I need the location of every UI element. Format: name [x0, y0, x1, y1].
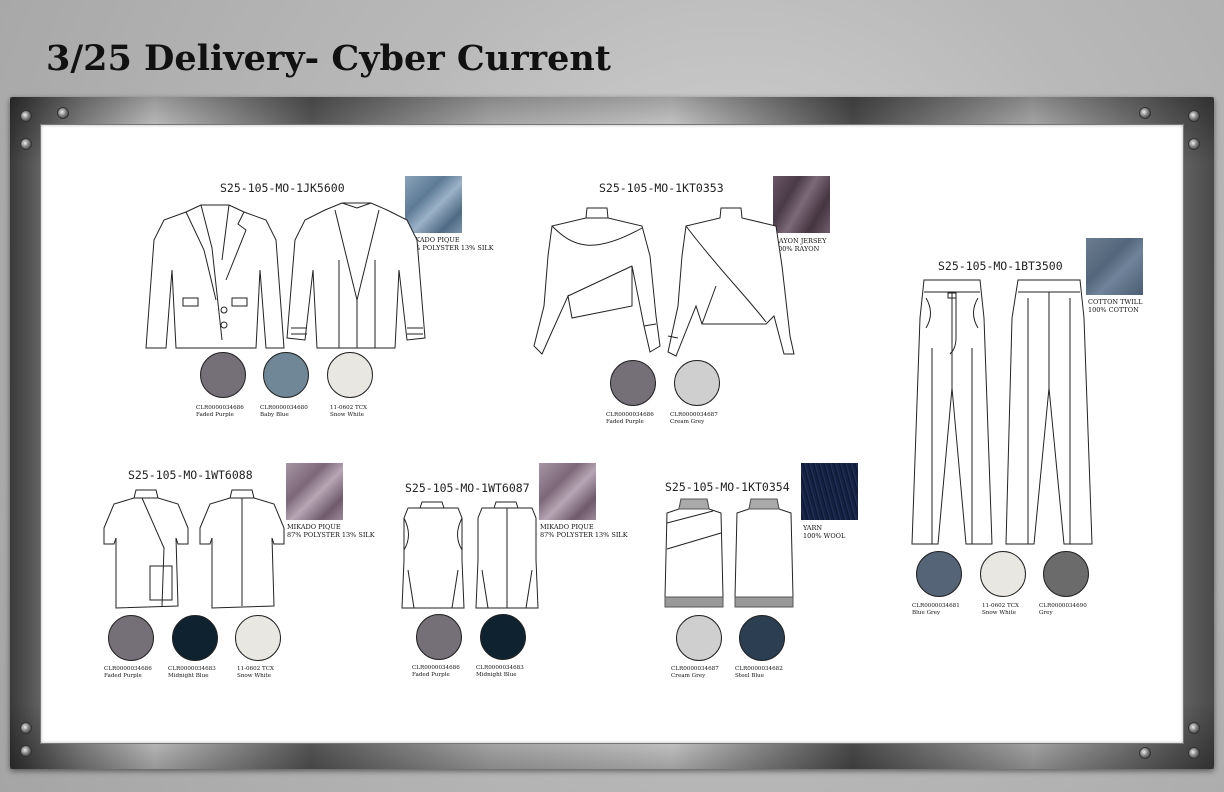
knit-top-front-sketch: [533, 207, 661, 355]
style-sku: S25-105-MO-1KT0354: [665, 480, 790, 494]
colorway-swatch: [108, 615, 154, 661]
screw-icon: [57, 107, 69, 119]
fabric-name: MIKADO PIQUE: [406, 236, 460, 244]
screw-icon: [1188, 722, 1200, 734]
fabric-name: MIKADO PIQUE: [287, 523, 341, 531]
fabric-description: YARN 100% WOOL: [803, 524, 845, 540]
colorway-swatch: [200, 352, 246, 398]
colorway-swatch: [980, 551, 1026, 597]
sleeveless-top-front-sketch: [401, 501, 465, 609]
colorway-swatch: [416, 614, 462, 660]
style-sku: S25-105-MO-1BT3500: [938, 259, 1063, 273]
woven-top-back-sketch: [199, 489, 285, 609]
fabric-name: YARN: [803, 524, 823, 532]
fabric-swatch: [1086, 238, 1143, 295]
fabric-content: 100% COTTON: [1088, 306, 1139, 314]
sweater-vest-front-sketch: [664, 498, 724, 608]
fabric-content: 87% POLYSTER 13% SILK: [287, 531, 375, 539]
colorway-swatch: [263, 352, 309, 398]
sweater-vest-back-sketch: [734, 498, 794, 608]
fabric-name: RAYON JERSEY: [774, 237, 827, 245]
colorway-swatch: [1043, 551, 1089, 597]
fabric-description: MIKADO PIQUE 87% POLYSTER 13% SILK: [287, 523, 375, 539]
fabric-description: MIKADO PIQUE 87% POLYSTER 13% SILK: [406, 236, 494, 252]
screw-icon: [1188, 138, 1200, 150]
style-sku: S25-105-MO-1KT0353: [599, 181, 724, 195]
colorway-swatch: [674, 360, 720, 406]
colorway-swatch: [235, 615, 281, 661]
colorway-swatch: [172, 615, 218, 661]
fabric-content: 87% POLYSTER 13% SILK: [406, 244, 494, 252]
screw-icon: [20, 745, 32, 757]
fabric-description: COTTON TWILL 100% COTTON: [1088, 298, 1142, 314]
screw-icon: [20, 722, 32, 734]
fabric-content: 100% WOOL: [803, 532, 846, 540]
fabric-content: 87% POLYSTER 13% SILK: [540, 531, 628, 539]
jacket-front-sketch: [145, 204, 285, 349]
screw-icon: [20, 110, 32, 122]
fabric-swatch: [539, 463, 596, 520]
trouser-front-sketch: [911, 279, 993, 545]
sleeveless-top-back-sketch: [475, 501, 539, 609]
jacket-back-sketch: [286, 202, 426, 349]
fabric-description: RAYON JERSEY 100% RAYON: [774, 237, 826, 253]
fabric-name: COTTON TWILL: [1088, 298, 1143, 306]
fabric-name: MIKADO PIQUE: [540, 523, 594, 531]
fabric-swatch: [405, 176, 462, 233]
colorway-swatch: [739, 615, 785, 661]
style-sku: S25-105-MO-1WT6088: [128, 468, 253, 482]
screw-icon: [1188, 110, 1200, 122]
trouser-back-sketch: [1005, 279, 1093, 545]
knit-top-back-sketch: [667, 207, 795, 357]
colorway-swatch: [676, 615, 722, 661]
colorway-swatch: [610, 360, 656, 406]
screw-icon: [1139, 107, 1151, 119]
colorway-swatch: [916, 551, 962, 597]
colorway-swatch: [327, 352, 373, 398]
fabric-swatch: [801, 463, 858, 520]
screw-icon: [1188, 747, 1200, 759]
fabric-content: 100% RAYON: [774, 245, 820, 253]
woven-top-front-sketch: [103, 489, 189, 609]
screw-icon: [20, 138, 32, 150]
screw-icon: [1139, 747, 1151, 759]
fabric-description: MIKADO PIQUE 87% POLYSTER 13% SILK: [540, 523, 628, 539]
page-title: 3/25 Delivery- Cyber Current: [46, 38, 611, 79]
colorway-swatch: [480, 614, 526, 660]
style-sku: S25-105-MO-1JK5600: [220, 181, 345, 195]
style-sku: S25-105-MO-1WT6087: [405, 481, 530, 495]
fabric-swatch: [286, 463, 343, 520]
fabric-swatch: [773, 176, 830, 233]
